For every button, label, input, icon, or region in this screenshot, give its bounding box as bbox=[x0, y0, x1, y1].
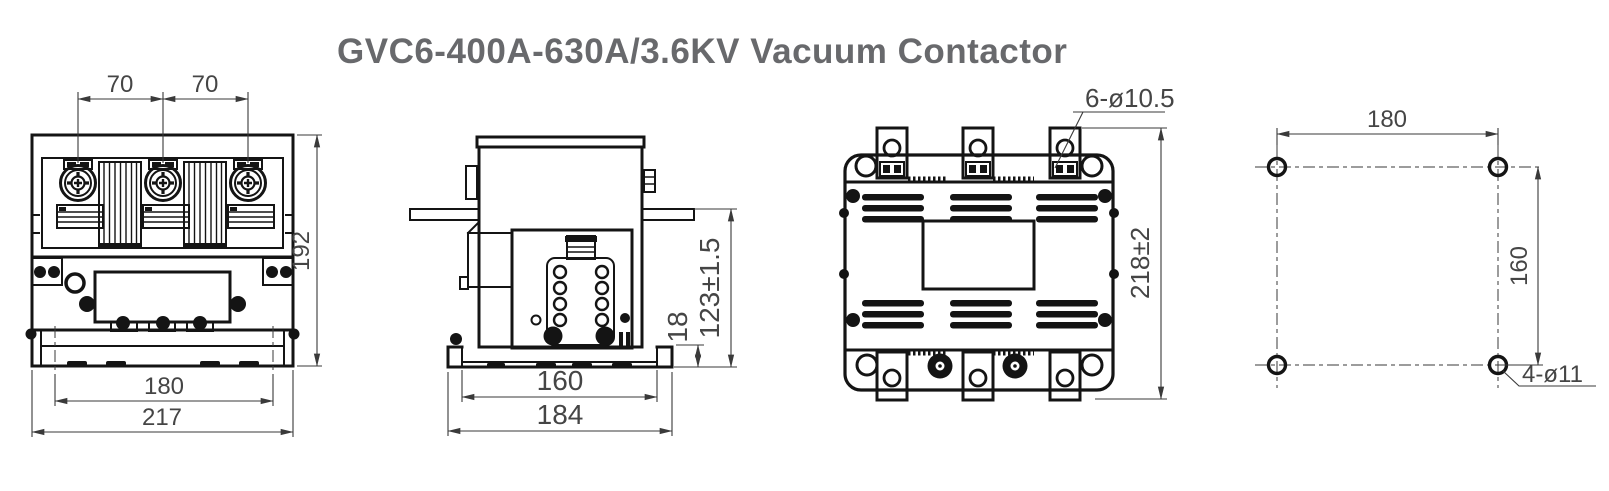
front-indicator-ring bbox=[64, 272, 86, 294]
front-view-dimensions: 70 70 192 180 217 bbox=[31, 71, 322, 437]
front-nameplate bbox=[93, 270, 232, 324]
side-mechanism-window bbox=[510, 228, 634, 350]
rear-coil-terminals bbox=[927, 353, 1028, 379]
drawing-title: GVC6-400A-630A/3.6KV Vacuum Contactor bbox=[337, 32, 1068, 71]
dim-pole-pitch-right: 70 bbox=[192, 71, 219, 98]
dim-overall-height: 192 bbox=[288, 231, 315, 271]
dim-terminal-holes-note: 6-ø10.5 bbox=[1085, 83, 1175, 113]
rear-vent-slots bbox=[862, 194, 1098, 329]
mounting-hole-pattern: 180 160 4-ø11 bbox=[1255, 106, 1596, 388]
dim-pole-pitch-left: 70 bbox=[107, 71, 134, 98]
rear-view: 6-ø10.5 218±2 bbox=[839, 83, 1175, 402]
dim-mounting-width: 180 bbox=[144, 373, 184, 400]
side-view-dimensions: 123±1.5 18 160 184 bbox=[447, 208, 737, 436]
mounting-dimensions: 180 160 4-ø11 bbox=[1276, 106, 1596, 388]
dim-hole-pitch-width: 180 bbox=[1367, 106, 1407, 133]
rear-terminal-tabs-top bbox=[875, 126, 1082, 180]
side-contact-holes bbox=[552, 264, 610, 328]
front-view: 70 70 192 180 217 bbox=[25, 71, 322, 437]
mounting-centerlines bbox=[1255, 145, 1543, 388]
front-view-body bbox=[25, 133, 300, 372]
side-arm-left bbox=[409, 208, 480, 221]
dim-upper-height: 123±1.5 bbox=[694, 237, 725, 338]
side-view: 123±1.5 18 160 184 bbox=[409, 135, 737, 436]
dim-base-height: 18 bbox=[662, 311, 693, 342]
dim-rear-overall-height: 218±2 bbox=[1125, 227, 1155, 299]
side-view-body bbox=[409, 135, 695, 369]
dim-overall-depth: 184 bbox=[537, 399, 584, 430]
rear-terminal-tabs-bottom bbox=[875, 350, 1082, 402]
rear-center-panel bbox=[921, 219, 1036, 291]
mounting-holes bbox=[1266, 156, 1509, 376]
rear-view-body bbox=[839, 126, 1119, 402]
dim-overall-width: 217 bbox=[142, 404, 182, 431]
dim-mounting-depth: 160 bbox=[537, 365, 584, 396]
dim-holes-note: 4-ø11 bbox=[1522, 361, 1583, 388]
dim-hole-pitch-height: 160 bbox=[1506, 246, 1533, 286]
side-arm-right bbox=[641, 208, 695, 221]
rear-view-dimensions: 6-ø10.5 218±2 bbox=[1054, 83, 1175, 400]
front-pole-terminals bbox=[58, 158, 268, 203]
